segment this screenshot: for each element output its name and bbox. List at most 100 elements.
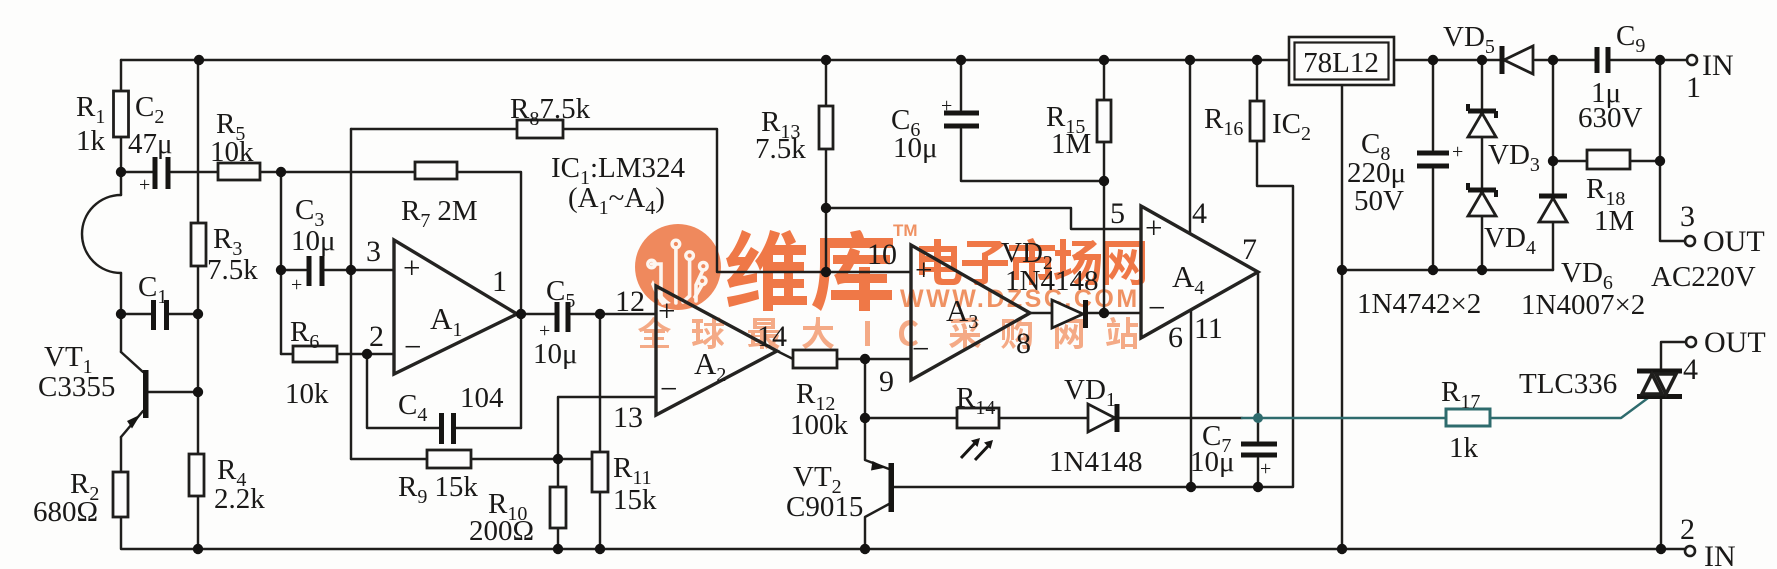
label-part: 1N4148 xyxy=(1049,446,1142,478)
junction-dot xyxy=(859,543,871,555)
label-part-sub: 2 xyxy=(716,364,726,386)
label-part-sub: 1 xyxy=(157,286,167,308)
label-part: + xyxy=(1145,210,1162,245)
label-r3-value: 7.5k xyxy=(207,254,258,286)
label-a2-pin_out: 14 xyxy=(757,320,787,353)
label-part: 11 xyxy=(1194,312,1223,345)
label-r13-ref: R13 xyxy=(761,106,800,143)
label-part: R xyxy=(76,91,96,123)
label-vt2-value: C9015 xyxy=(786,491,863,523)
resistor-r3-body xyxy=(189,221,208,268)
label-a3-name: A3 xyxy=(946,293,978,333)
label-a2-pin_plus: 12 xyxy=(615,285,645,318)
label-part: C xyxy=(1202,420,1221,452)
label-r14-ref: R14 xyxy=(956,382,995,419)
junction-dot-teal xyxy=(1253,413,1263,423)
label-r6-value: 10k xyxy=(285,378,329,410)
label-part-sub: 5 xyxy=(1485,36,1495,58)
label-part: R xyxy=(1046,101,1066,133)
label-r5-value: 10k xyxy=(210,136,254,168)
slogan-char xyxy=(949,317,981,349)
resistor-r1-body xyxy=(112,89,130,139)
label-part-sub: 16 xyxy=(1223,118,1243,140)
label-part: 50V xyxy=(1354,185,1404,217)
label-part-sub: 7 xyxy=(420,210,430,232)
logo-pad xyxy=(684,250,696,262)
slogan-char xyxy=(802,317,834,349)
label-part-sub: 1 xyxy=(452,319,462,341)
label-part: IN xyxy=(1702,49,1734,82)
label-part: R xyxy=(1441,376,1461,408)
label-part: R xyxy=(290,316,310,348)
resistor-r10-body xyxy=(548,485,568,530)
label-part: 7.5k xyxy=(755,133,806,165)
label-t3-text: OUT xyxy=(1703,225,1765,258)
label-a3-pin_out: 8 xyxy=(1016,327,1031,360)
label-part: − xyxy=(912,331,929,366)
label-a1-minus: − xyxy=(404,329,421,364)
junction-dot xyxy=(115,308,127,320)
diode-vd2-triangle xyxy=(1050,297,1087,331)
junction-dot xyxy=(1427,54,1439,66)
opamp-a3-triangle xyxy=(909,242,1034,383)
brand-suffix-char xyxy=(1009,238,1055,285)
junction-dot xyxy=(552,543,564,555)
label-r10-ref: R10 xyxy=(488,488,527,525)
label-part: IC xyxy=(551,152,580,184)
label-part: A xyxy=(694,346,717,381)
label-r5-ref: R5 xyxy=(216,108,245,145)
label-part: A xyxy=(430,301,453,336)
label-vd5-ref: VD5 xyxy=(1443,21,1495,58)
label-part: R xyxy=(398,471,418,503)
label-part: 47μ xyxy=(128,128,173,160)
label-ic2: IC2 xyxy=(1272,108,1311,145)
label-r17-value: 1k xyxy=(1449,432,1479,464)
junction-dot xyxy=(594,308,606,320)
label-part: 10μ xyxy=(291,225,336,257)
label-c2-ref: C2 xyxy=(135,91,164,128)
junction-dot xyxy=(1547,155,1559,167)
label-r4-ref: R4 xyxy=(217,454,246,491)
label-c3-plus: + xyxy=(291,274,302,296)
label-part: VD xyxy=(1488,139,1530,171)
resistor-r16-body xyxy=(1248,99,1266,143)
label-c7-ref: C7 xyxy=(1202,420,1231,457)
label-part: R xyxy=(510,93,530,125)
label-part: C xyxy=(1616,20,1635,52)
label-part: R xyxy=(217,454,237,486)
junction-dot xyxy=(1336,543,1348,555)
label-part-sub: 1 xyxy=(95,106,105,128)
label-part: AC220V xyxy=(1651,261,1756,293)
label-a2-pin_minus: 13 xyxy=(613,401,643,434)
junction-dot xyxy=(1252,481,1264,493)
label-part: 680Ω xyxy=(33,496,98,528)
slogan-char xyxy=(865,321,870,346)
transistor-vt2-base-bar xyxy=(888,463,894,512)
label-part-sub: 2 xyxy=(1043,252,1053,274)
label-part: R xyxy=(956,382,976,414)
vt1-emitter-arrow xyxy=(127,414,141,429)
label-a2-minus: − xyxy=(660,371,677,406)
label-part: 1 xyxy=(1686,71,1701,104)
label-a1-pin_out: 1 xyxy=(492,265,507,298)
label-part: 200Ω xyxy=(469,515,534,547)
junction-dot xyxy=(1251,54,1263,66)
label-part: 2.2k xyxy=(214,483,265,515)
label-part: A xyxy=(946,293,969,328)
label-part-sub: 14 xyxy=(975,397,995,419)
label-part: C xyxy=(398,389,417,421)
label-part: + xyxy=(658,293,675,328)
watermark-brand xyxy=(726,230,893,311)
label-part-sub: 2 xyxy=(1301,123,1311,145)
label-c7-plus: + xyxy=(1260,458,1271,480)
label-part-sub: 4 xyxy=(236,469,246,491)
resistor-r13-body xyxy=(817,104,835,151)
label-part: + xyxy=(291,274,302,296)
label-part: 7.5k xyxy=(207,254,258,286)
label-part: 15k xyxy=(434,471,478,503)
junction-dot xyxy=(192,308,204,320)
label-part: 100k xyxy=(790,409,849,441)
label-part: 1N4742×2 xyxy=(1357,288,1481,320)
zener-vd4-triangle xyxy=(1465,189,1499,218)
